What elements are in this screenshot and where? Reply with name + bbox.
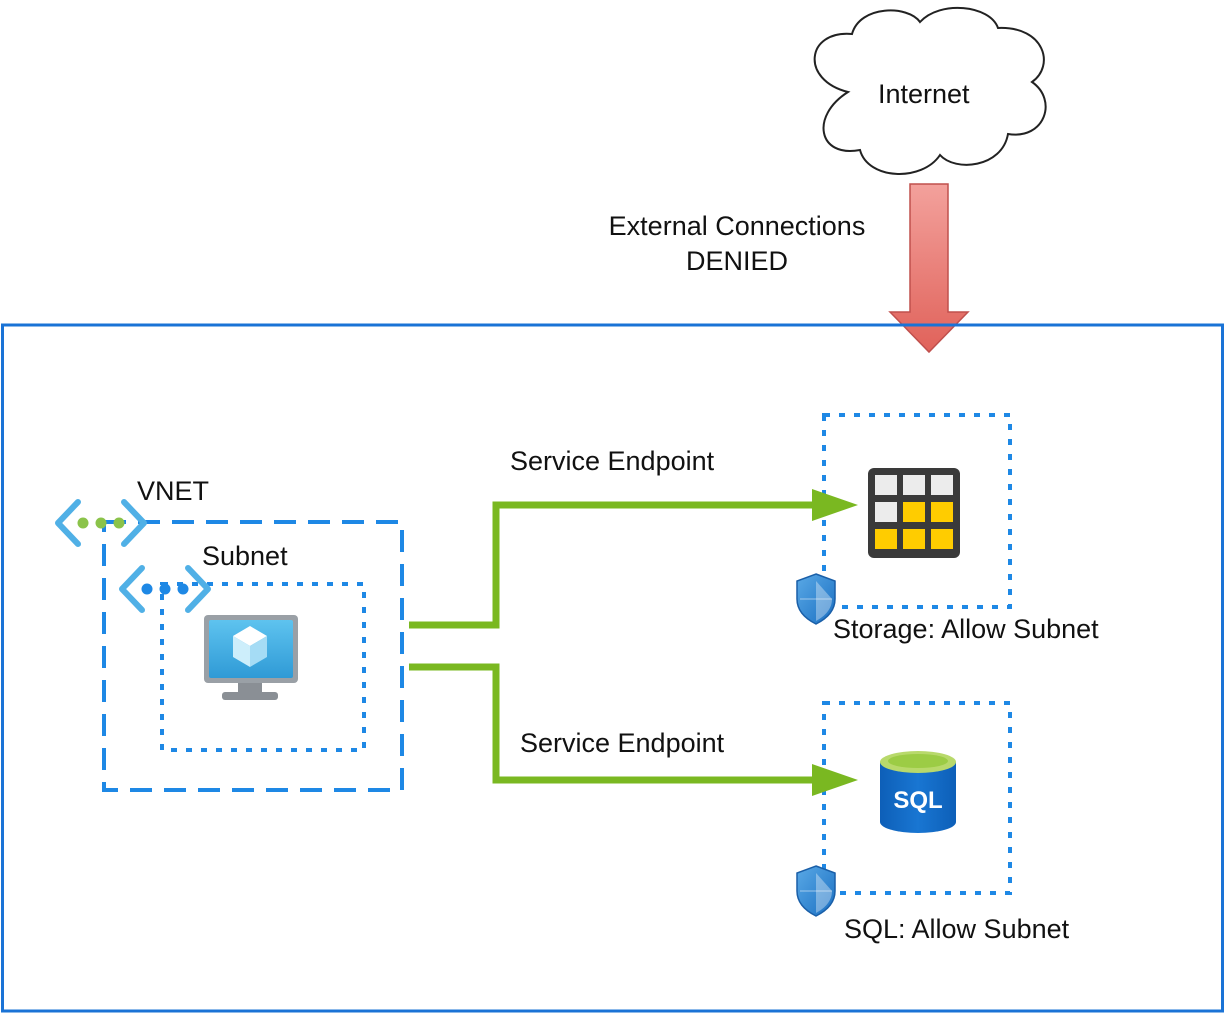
vnet-label: VNET xyxy=(137,476,210,506)
arrowhead-sql xyxy=(812,764,858,796)
service-endpoint-label-storage: Service Endpoint xyxy=(510,446,715,476)
internet-label: Internet xyxy=(878,79,970,109)
subnet-icon xyxy=(119,565,211,613)
sql-icon-text: SQL xyxy=(893,787,942,814)
storage-table-icon xyxy=(868,468,960,558)
service-endpoint-label-sql: Service Endpoint xyxy=(520,728,725,758)
network-boundary xyxy=(1,323,1224,1013)
service-endpoint-arrow-storage xyxy=(409,501,820,629)
external-connections-label: External Connections DENIED xyxy=(584,209,890,279)
storage-label: Storage: Allow Subnet xyxy=(833,614,1099,644)
arrowhead-storage xyxy=(812,489,858,521)
internet-cloud-icon xyxy=(813,6,1047,175)
subnet-label: Subnet xyxy=(202,541,288,571)
subnet-box xyxy=(160,582,366,752)
external-line-1: External Connections xyxy=(608,211,866,241)
virtual-machine-icon xyxy=(204,615,298,700)
sql-label: SQL: Allow Subnet xyxy=(844,914,1070,944)
denied-arrow xyxy=(888,183,970,354)
sql-database-icon: SQL xyxy=(880,751,956,833)
vnet-box xyxy=(102,520,404,792)
sql-box xyxy=(822,701,1012,895)
external-line-2: DENIED xyxy=(685,246,788,277)
sql-shield-icon xyxy=(796,865,836,917)
service-endpoint-arrow-sql xyxy=(409,663,820,784)
storage-shield-icon xyxy=(796,573,836,625)
vnet-icon xyxy=(55,499,147,547)
